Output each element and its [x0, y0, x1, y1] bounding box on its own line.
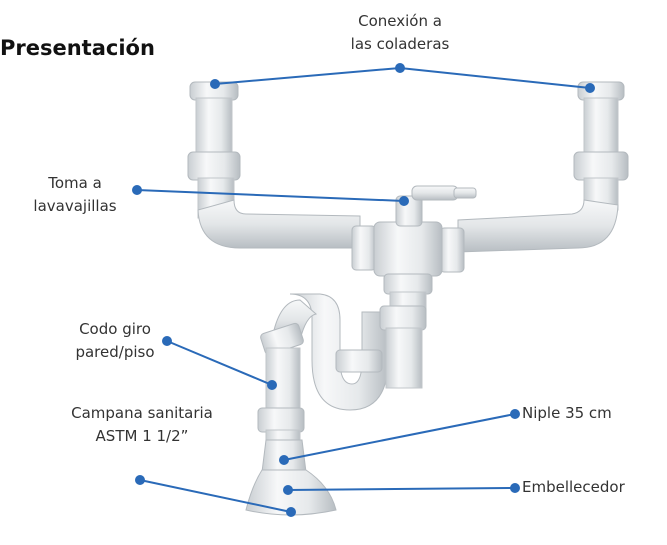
label-conexion-line2: las coladeras — [350, 34, 450, 53]
callout-dot — [132, 185, 142, 195]
label-niple: Niple 35 cm — [522, 402, 632, 425]
label-campana-line1: Campana sanitaria — [71, 404, 213, 422]
callout-dot — [585, 83, 595, 93]
callout-line-codo — [166, 340, 273, 386]
right-inlet-pipe — [573, 81, 629, 211]
label-campana: Campana sanitaria ASTM 1 1/2” — [52, 402, 232, 447]
label-codo-line2: pared/piso — [75, 342, 155, 361]
callout-dot — [279, 455, 289, 465]
label-codo: Codo giro pared/piso — [60, 318, 170, 363]
left-arm — [197, 199, 361, 249]
label-campana-line2: ASTM 1 1/2” — [95, 426, 189, 445]
callout-dot — [162, 336, 172, 346]
callout-dot — [395, 63, 405, 73]
callout-dot — [399, 196, 409, 206]
label-conexion: Conexión a las coladeras — [340, 10, 460, 55]
label-toma: Toma a lavavajillas — [20, 172, 130, 217]
callout-lines — [132, 63, 595, 517]
callout-dot — [510, 483, 520, 493]
callout-line-campana — [139, 479, 292, 513]
callout-dot — [283, 485, 293, 495]
label-toma-line2: lavavajillas — [33, 196, 117, 215]
callout-dot — [286, 507, 296, 517]
callout-dot — [267, 380, 277, 390]
central-tee — [351, 221, 465, 313]
label-conexion-line1: Conexión a — [358, 12, 442, 30]
callout-line-conexion-right — [399, 67, 591, 89]
descending-pipe — [257, 322, 305, 445]
callout-line-toma — [136, 189, 405, 202]
page-title: Presentación — [0, 36, 155, 60]
right-arm — [457, 199, 619, 253]
dishwasher-inlet — [395, 185, 477, 227]
label-niple-line1: Niple 35 cm — [522, 404, 612, 422]
callout-line-embellecedor — [287, 487, 516, 491]
callout-dot — [510, 409, 520, 419]
label-embellecedor: Embellecedor — [522, 476, 652, 499]
bell-escutcheon — [245, 439, 337, 516]
callout-line-conexion-left — [214, 67, 401, 85]
label-toma-line1: Toma a — [48, 174, 102, 192]
label-embellecedor-line1: Embellecedor — [522, 478, 625, 496]
left-inlet-pipe — [187, 81, 241, 219]
callout-dot — [210, 79, 220, 89]
callout-line-niple — [283, 413, 516, 461]
label-codo-line1: Codo giro — [79, 320, 151, 338]
trap — [273, 293, 427, 411]
callout-dot — [135, 475, 145, 485]
